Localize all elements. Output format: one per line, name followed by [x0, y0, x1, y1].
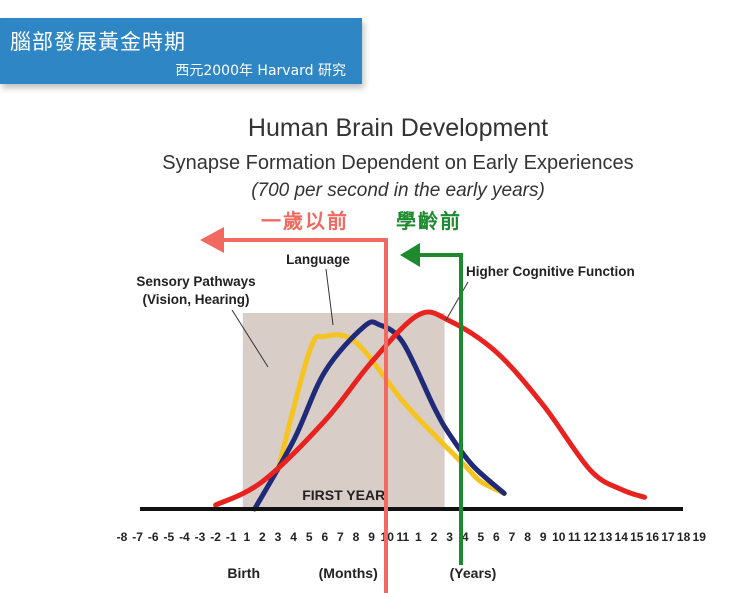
- first-year-label: FIRST YEAR: [302, 487, 385, 503]
- x-tick-label: -8: [117, 530, 128, 544]
- preschool-arrowhead: [400, 243, 420, 267]
- cognitive-leader-line: [445, 281, 469, 321]
- higher-cognitive-function-curve: [213, 309, 648, 508]
- x-tick-label: 18: [677, 530, 691, 544]
- x-tick-label: 14: [615, 530, 629, 544]
- x-tick-label: 3: [275, 530, 282, 544]
- x-tick-label: 8: [524, 530, 531, 544]
- x-tick-label: 16: [646, 530, 660, 544]
- x-tick-label: -7: [132, 530, 143, 544]
- preschool-line: [418, 253, 463, 565]
- x-tick-label: 1: [243, 530, 250, 544]
- cognitive-label: Higher Cognitive Function: [466, 264, 635, 279]
- x-tick-label: 2: [259, 530, 266, 544]
- banner-title: 腦部發展黃金時期: [10, 30, 186, 54]
- chart-subtitle: Synapse Formation Dependent on Early Exp…: [162, 152, 633, 174]
- x-tick-label: 10: [552, 530, 566, 544]
- x-tick-label: 2: [431, 530, 438, 544]
- banner-subtitle: 西元2000年 Harvard 研究: [175, 63, 346, 79]
- x-tick-label: 15: [630, 530, 644, 544]
- sensory-leader-line: [231, 309, 269, 368]
- x-tick-label: 7: [337, 530, 344, 544]
- x-tick-label: -1: [226, 530, 237, 544]
- x-tick-label: 8: [353, 530, 360, 544]
- x-tick-label: -5: [163, 530, 174, 544]
- before-one-arrowhead: [200, 227, 224, 253]
- x-tick-label: 7: [509, 530, 516, 544]
- x-tick-label: 1: [415, 530, 422, 544]
- x-tick-label: 6: [321, 530, 328, 544]
- before-one-marker: [200, 227, 388, 593]
- annotation-before-one: 一歲以前: [261, 209, 349, 233]
- x-tick-label: 13: [599, 530, 613, 544]
- annotation-preschool: 學齡前: [396, 209, 462, 233]
- x-tick-label: 4: [290, 530, 297, 544]
- title-banner: 腦部發展黃金時期 西元2000年 Harvard 研究: [0, 18, 362, 84]
- axis-label-birth: Birth: [227, 565, 260, 581]
- chart-title: Human Brain Development: [248, 114, 548, 142]
- sensory-pathways-curve: [275, 332, 507, 496]
- before-one-line: [222, 238, 388, 593]
- x-tick-label: -6: [148, 530, 159, 544]
- preschool-marker: [400, 243, 463, 565]
- axis-label-years: (Years): [450, 565, 497, 581]
- language-leader-line: [325, 268, 334, 326]
- x-tick-label: 11: [396, 530, 409, 544]
- x-tick-label: 5: [477, 530, 484, 544]
- sensory-label-line1: Sensory Pathways: [136, 274, 255, 289]
- sensory-label-line2: (Vision, Hearing): [142, 292, 249, 307]
- x-tick-label: 6: [493, 530, 500, 544]
- x-tick-label: 5: [306, 530, 313, 544]
- x-tick-label: 3: [446, 530, 453, 544]
- x-tick-label: 4: [462, 530, 469, 544]
- x-tick-label: 11: [568, 530, 581, 544]
- x-tick-label: -3: [195, 530, 206, 544]
- language-label: Language: [286, 252, 350, 267]
- x-tick-label: 9: [368, 530, 375, 544]
- axis-label-months: (Months): [319, 565, 378, 581]
- x-tick-label: 19: [693, 530, 707, 544]
- x-tick-label: 12: [583, 530, 597, 544]
- x-tick-label: -2: [210, 530, 221, 544]
- x-tick-label: -4: [179, 530, 190, 544]
- x-tick-label: 17: [661, 530, 675, 544]
- chart-note: (700 per second in the early years): [251, 180, 545, 201]
- x-tick-label: 9: [540, 530, 547, 544]
- language-curve: [252, 319, 507, 512]
